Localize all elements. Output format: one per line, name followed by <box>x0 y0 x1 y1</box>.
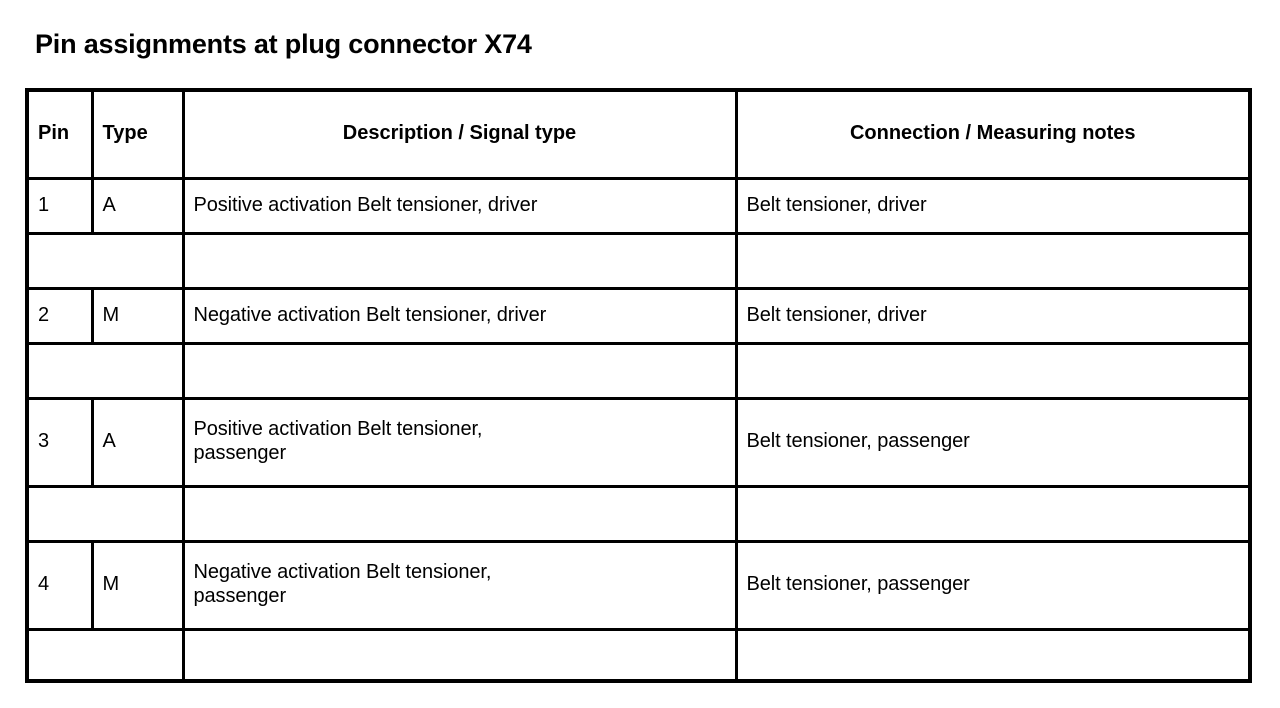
cell-type: A <box>90 176 185 235</box>
cell-description-line: passenger <box>193 585 287 607</box>
cell-description: Positive activation Belt tensioner, driv… <box>181 176 738 235</box>
cell-connection <box>734 484 1252 543</box>
cell-connection-line: Belt tensioner, driver <box>746 193 927 216</box>
cell-description-line: passenger <box>193 442 287 464</box>
column-header-connection: Connection / Measuring notes <box>734 88 1252 180</box>
cell-connection: Belt tensioner, driver <box>734 176 1252 235</box>
cell-pin-type-empty <box>25 231 185 290</box>
cell-pin: 1 <box>25 176 94 235</box>
cell-connection <box>734 627 1252 683</box>
cell-pin: 4 <box>25 539 94 631</box>
cell-connection-line: Belt tensioner, driver <box>746 303 927 326</box>
table-spacer-row <box>25 484 1252 543</box>
cell-connection: Belt tensioner, driver <box>734 286 1252 345</box>
cell-description: Negative activation Belt tensioner,passe… <box>181 539 738 631</box>
cell-description-line: Positive activation Belt tensioner, <box>193 418 483 441</box>
table-spacer-row <box>25 627 1252 683</box>
pin-assignments-table: Pin Type Description / Signal type Conne… <box>25 88 1252 683</box>
cell-pin-type-empty <box>25 341 185 400</box>
cell-type: M <box>90 286 185 345</box>
page-title: Pin assignments at plug connector X74 <box>35 29 532 60</box>
cell-description-line: Positive activation Belt tensioner, driv… <box>193 193 538 216</box>
cell-type: M <box>90 539 185 631</box>
header-row: Pin Type Description / Signal type Conne… <box>25 88 1252 180</box>
column-header-pin: Pin <box>25 88 94 180</box>
cell-pin-type-empty <box>25 627 185 683</box>
cell-description <box>181 231 738 290</box>
cell-connection: Belt tensioner, passenger <box>734 539 1252 631</box>
cell-connection: Belt tensioner, passenger <box>734 396 1252 488</box>
column-header-type: Type <box>90 88 185 180</box>
cell-connection <box>734 231 1252 290</box>
cell-description-line: Negative activation Belt tensioner, driv… <box>193 303 547 326</box>
cell-description <box>181 341 738 400</box>
column-header-description: Description / Signal type <box>181 88 738 180</box>
cell-description: Positive activation Belt tensioner,passe… <box>181 396 738 488</box>
table-header: Pin Type Description / Signal type Conne… <box>25 88 1252 180</box>
cell-pin: 3 <box>25 396 94 488</box>
cell-description-line: Negative activation Belt tensioner, <box>193 561 492 584</box>
cell-description: Negative activation Belt tensioner, driv… <box>181 286 738 345</box>
column-header-connection-line2: Measuring notes <box>976 122 1136 145</box>
column-header-connection-line1: Connection / <box>849 122 972 145</box>
cell-description <box>181 484 738 543</box>
cell-pin: 2 <box>25 286 94 345</box>
cell-type: A <box>90 396 185 488</box>
table-spacer-row <box>25 341 1252 400</box>
table-spacer-row <box>25 231 1252 290</box>
cell-connection-line: Belt tensioner, passenger <box>746 430 970 453</box>
cell-description <box>181 627 738 683</box>
cell-connection-line: Belt tensioner, passenger <box>746 573 970 596</box>
cell-pin-type-empty <box>25 484 185 543</box>
cell-connection <box>734 341 1252 400</box>
